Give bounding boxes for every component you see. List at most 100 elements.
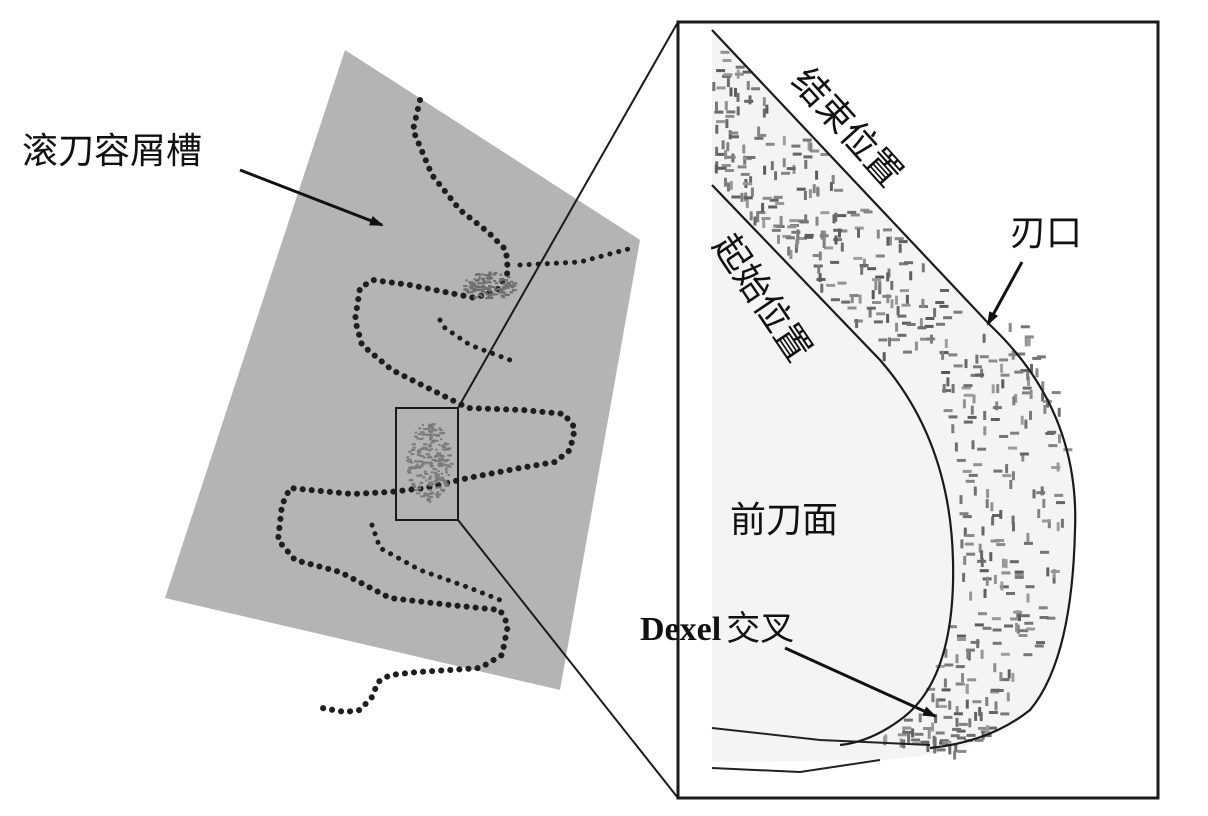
dexel-speck bbox=[980, 558, 984, 567]
chip-speck bbox=[499, 273, 502, 276]
dexel-speck bbox=[1051, 391, 1061, 395]
dexel-speck bbox=[728, 130, 732, 140]
dexel-speck bbox=[1056, 462, 1060, 472]
dexel-speck bbox=[958, 722, 968, 726]
dexel-speck bbox=[1027, 337, 1031, 347]
chip-speck bbox=[488, 285, 492, 288]
chip-speck bbox=[502, 282, 506, 285]
dexel-speck bbox=[726, 142, 730, 152]
dexel-speck bbox=[992, 641, 1002, 645]
dexel-speck bbox=[953, 310, 963, 314]
dexel-speck bbox=[777, 234, 780, 244]
dexel-speck bbox=[1011, 515, 1015, 525]
dexel-speck bbox=[830, 260, 840, 264]
chip-speck bbox=[481, 286, 487, 289]
dexel-speck bbox=[722, 59, 732, 62]
dexel-speck bbox=[897, 333, 907, 337]
dexel-speck bbox=[730, 135, 739, 139]
chip-speck bbox=[438, 443, 441, 446]
dexel-speck bbox=[1001, 571, 1011, 575]
chip-speck bbox=[487, 274, 491, 277]
chip-speck bbox=[441, 488, 446, 491]
dexel-speck bbox=[979, 355, 989, 359]
dexel-speck bbox=[944, 648, 948, 658]
dexel-speck bbox=[803, 191, 807, 200]
chip-speck bbox=[434, 455, 439, 458]
dexel-speck bbox=[975, 354, 979, 364]
dexel-speck bbox=[754, 136, 764, 140]
chip-speck bbox=[479, 288, 484, 291]
dexel-speck bbox=[899, 289, 909, 293]
dexel-speck bbox=[1029, 410, 1032, 420]
chip-speck bbox=[478, 294, 482, 296]
chip-speck bbox=[480, 277, 485, 280]
dexel-speck bbox=[716, 152, 726, 156]
chip-speck bbox=[435, 448, 438, 451]
chip-speck bbox=[442, 463, 446, 466]
dexel-speck bbox=[947, 625, 957, 629]
dexel-speck bbox=[1027, 376, 1030, 386]
dexel-speck bbox=[976, 639, 980, 649]
dexel-speck bbox=[729, 87, 733, 97]
chip-speck bbox=[488, 281, 492, 284]
dexel-speck bbox=[786, 167, 796, 171]
dexel-speck bbox=[890, 280, 894, 290]
dexel-speck bbox=[975, 373, 985, 377]
dexel-speck bbox=[834, 212, 838, 222]
dexel-speck bbox=[782, 136, 786, 146]
dexel-speck bbox=[907, 733, 911, 743]
dexel-speck bbox=[750, 187, 754, 197]
chip-speck bbox=[465, 279, 468, 282]
chip-speck bbox=[434, 429, 438, 432]
chip-speck bbox=[499, 278, 502, 280]
dexel-speck bbox=[952, 727, 962, 731]
dexel-speck bbox=[897, 314, 907, 318]
dexel-speck bbox=[980, 368, 984, 378]
dexel-speck bbox=[1020, 369, 1030, 373]
dexel-speck bbox=[721, 164, 731, 167]
chip-speck bbox=[445, 471, 448, 474]
dexel-speck bbox=[1026, 627, 1036, 631]
chip-speck bbox=[468, 285, 471, 288]
dexel-speck bbox=[787, 225, 797, 229]
dexel-speck bbox=[914, 341, 918, 351]
chip-speck bbox=[436, 452, 441, 455]
dexel-label-latin: Dexel bbox=[640, 611, 721, 648]
dexel-speck bbox=[716, 86, 726, 90]
dexel-speck bbox=[990, 688, 1000, 692]
chip-speck bbox=[420, 495, 426, 498]
dexel-speck bbox=[1041, 381, 1045, 391]
dexel-speck bbox=[933, 308, 937, 318]
dexel-speck bbox=[925, 317, 935, 320]
chip-speck bbox=[501, 278, 504, 281]
dexel-speck bbox=[872, 278, 881, 282]
chip-speck bbox=[504, 279, 508, 282]
dexel-speck bbox=[762, 97, 766, 107]
dexel-speck bbox=[1024, 419, 1028, 429]
chip-speck bbox=[447, 474, 450, 476]
dexel-speck bbox=[966, 733, 976, 737]
dexel-speck bbox=[858, 294, 862, 304]
chip-speck bbox=[427, 495, 430, 498]
dexel-speck bbox=[1056, 522, 1060, 532]
chip-speck bbox=[498, 291, 503, 294]
dexel-speck bbox=[1021, 452, 1025, 462]
dexel-speck bbox=[953, 364, 963, 368]
chip-speck bbox=[409, 466, 414, 469]
dexel-speck bbox=[911, 738, 921, 742]
chip-speck bbox=[490, 293, 493, 296]
dexel-speck bbox=[966, 552, 976, 556]
dexel-speck bbox=[837, 281, 847, 285]
chip-speck bbox=[492, 273, 495, 276]
dexel-speck bbox=[991, 516, 995, 526]
chip-speck bbox=[483, 291, 487, 294]
dexel-speck bbox=[1046, 398, 1049, 408]
chip-speck bbox=[418, 474, 423, 477]
chip-speck bbox=[440, 464, 444, 467]
dexel-speck bbox=[930, 334, 933, 344]
dexel-speck bbox=[742, 144, 746, 154]
chip-speck bbox=[512, 282, 518, 285]
dexel-speck bbox=[724, 101, 728, 111]
zoom-panel: 结束位置 起始位置 刃口 前刀面 Dexel 交叉 bbox=[640, 20, 1160, 800]
dexel-speck bbox=[970, 640, 980, 644]
